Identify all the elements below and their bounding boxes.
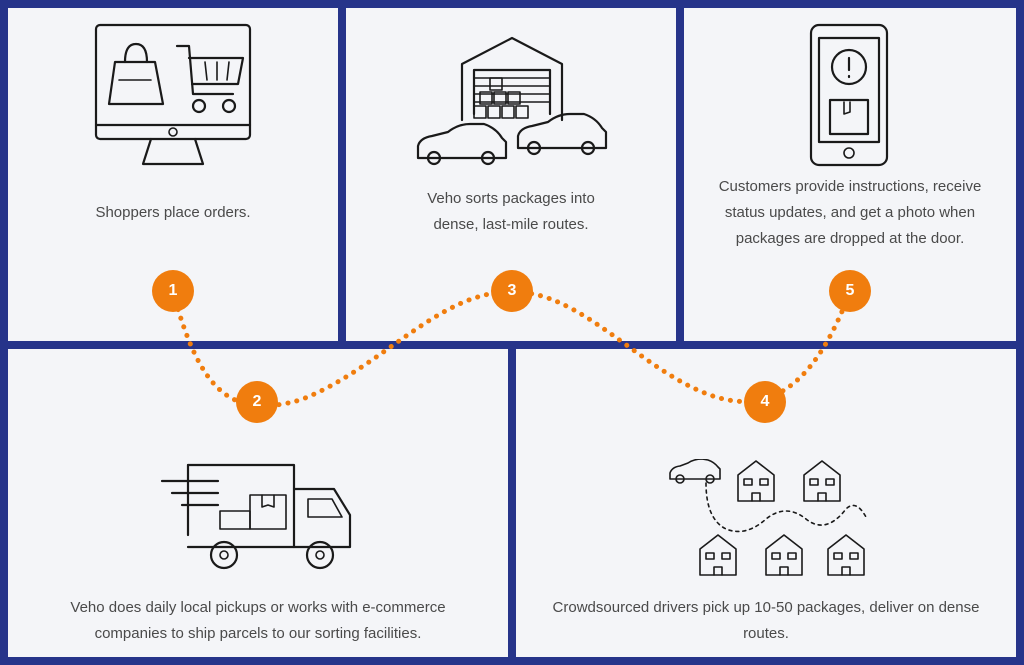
step-3-badge: 3 bbox=[491, 270, 533, 312]
step-4-badge: 4 bbox=[744, 381, 786, 423]
warehouse-cars-icon bbox=[416, 36, 608, 166]
step-3-caption: Veho sorts packages into dense, last-mil… bbox=[427, 190, 595, 233]
computer-shopping-icon bbox=[94, 23, 252, 166]
step-1-badge: 1 bbox=[152, 270, 194, 312]
route-houses-icon bbox=[669, 459, 867, 576]
step-5-caption: Customers provide instructions, receive … bbox=[718, 178, 982, 247]
delivery-truck-icon bbox=[160, 463, 352, 570]
step-2-badge: 2 bbox=[236, 381, 278, 423]
step-4-caption: Crowdsourced drivers pick up 10-50 packa… bbox=[552, 599, 980, 642]
smartphone-alert-icon bbox=[809, 23, 889, 167]
step-1-caption: Shoppers place orders. bbox=[95, 204, 251, 221]
step-2-caption: Veho does daily local pickups or works w… bbox=[70, 599, 446, 642]
step-5-badge: 5 bbox=[829, 270, 871, 312]
